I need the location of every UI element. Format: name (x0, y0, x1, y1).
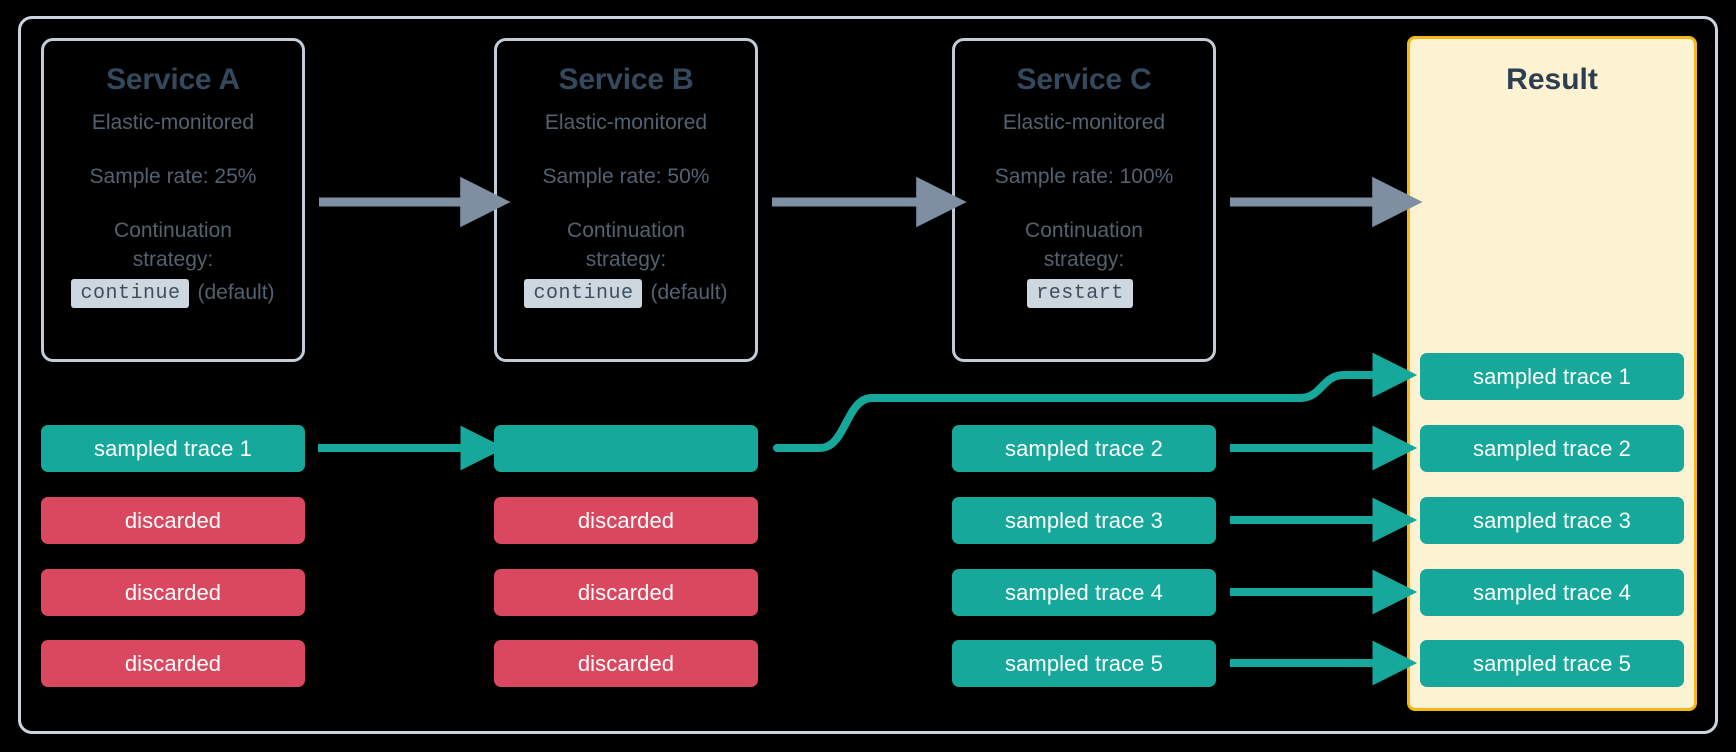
service-b-strategy-note: (default) (650, 281, 728, 305)
result-title: Result (1506, 63, 1598, 96)
service-a-title: Service A (106, 63, 240, 96)
service-box-c: Service C Elastic-monitored Sample rate:… (952, 38, 1216, 362)
service-b-strategy-chip: continue (524, 278, 643, 308)
trace-pill-b-4: discarded (494, 640, 758, 687)
service-a-strategy-value-row: continue (default) (71, 278, 275, 308)
service-b-sample-rate: Sample rate: 50% (542, 165, 710, 188)
result-trace-pill-1: sampled trace 1 (1420, 353, 1684, 400)
service-b-strategy-label: Continuation strategy: (567, 217, 685, 275)
service-b-strategy-line2: strategy: (585, 247, 667, 271)
service-b-title: Service B (558, 63, 694, 96)
trace-pill-b-1 (494, 425, 758, 472)
trace-pill-b-2: discarded (494, 497, 758, 544)
service-c-monitored: Elastic-monitored (1002, 111, 1166, 134)
trace-pill-c-1: sampled trace 2 (952, 425, 1216, 472)
service-b-strategy-line1: Continuation (567, 219, 685, 242)
service-a-strategy-label: Continuation strategy: (114, 217, 232, 275)
trace-pill-a-1: sampled trace 1 (41, 425, 305, 472)
service-c-strategy-line2: strategy: (1043, 247, 1125, 271)
service-c-strategy-chip: restart (1027, 278, 1133, 308)
result-trace-pill-3: sampled trace 3 (1420, 497, 1684, 544)
trace-pill-a-2: discarded (41, 497, 305, 544)
trace-pill-c-3: sampled trace 4 (952, 569, 1216, 616)
service-a-strategy-note: (default) (197, 281, 275, 305)
service-c-strategy-line1: Continuation (1025, 219, 1143, 242)
service-a-monitored: Elastic-monitored (91, 111, 255, 134)
service-box-a: Service A Elastic-monitored Sample rate:… (41, 38, 305, 362)
service-a-strategy-line1: Continuation (114, 219, 232, 242)
service-c-strategy-value-row: restart (1027, 278, 1141, 308)
service-a-sample-rate: Sample rate: 25% (89, 165, 257, 188)
service-b-monitored: Elastic-monitored (544, 111, 708, 134)
service-a-strategy-chip: continue (71, 278, 190, 308)
result-trace-pill-4: sampled trace 4 (1420, 569, 1684, 616)
service-c-sample-rate: Sample rate: 100% (994, 165, 1174, 188)
diagram-outer-frame (18, 16, 1718, 734)
trace-pill-a-4: discarded (41, 640, 305, 687)
trace-pill-a-3: discarded (41, 569, 305, 616)
result-trace-pill-2: sampled trace 2 (1420, 425, 1684, 472)
service-a-strategy-line2: strategy: (132, 247, 214, 271)
service-c-strategy-label: Continuation strategy: (1025, 217, 1143, 275)
trace-pill-c-4: sampled trace 5 (952, 640, 1216, 687)
service-box-b: Service B Elastic-monitored Sample rate:… (494, 38, 758, 362)
trace-pill-b-3: discarded (494, 569, 758, 616)
service-c-title: Service C (1016, 63, 1152, 96)
service-b-strategy-value-row: continue (default) (524, 278, 728, 308)
result-trace-pill-5: sampled trace 5 (1420, 640, 1684, 687)
trace-pill-c-2: sampled trace 3 (952, 497, 1216, 544)
